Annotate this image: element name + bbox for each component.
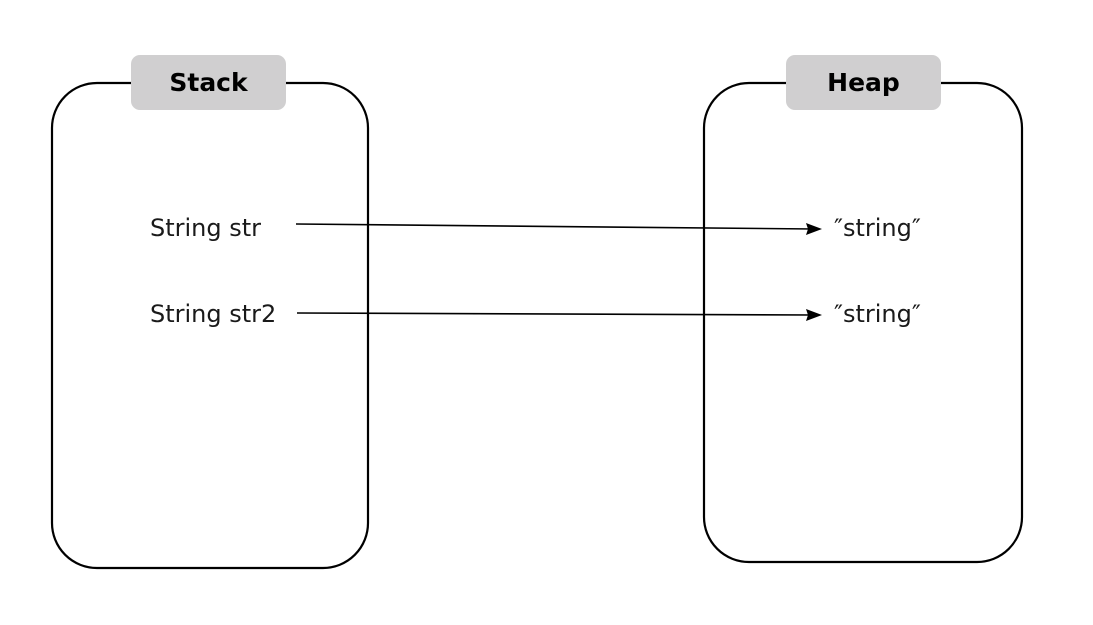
stack-title-label: Stack: [169, 68, 249, 97]
reference-arrow-str: [295, 223, 822, 235]
reference-arrow-str2-line: [296, 312, 815, 316]
stack-variable-str2: String str2: [150, 300, 276, 328]
stack-variable-str: String str: [150, 214, 261, 242]
reference-arrow-str2: [296, 309, 822, 321]
heap-title-label: Heap: [827, 68, 900, 97]
stack-title-chip: Stack: [131, 55, 286, 110]
reference-arrow-str2-head: [806, 309, 822, 321]
stack-title-chip-background: [131, 55, 286, 110]
reference-arrow-str-line: [295, 223, 815, 230]
heap-title-chip: Heap: [786, 55, 941, 110]
heap-value-string-2: ″string″: [834, 300, 921, 328]
reference-arrow-str-head: [806, 223, 822, 235]
heap-value-string-1: ″string″: [834, 214, 921, 242]
heap-title-chip-background: [786, 55, 941, 110]
